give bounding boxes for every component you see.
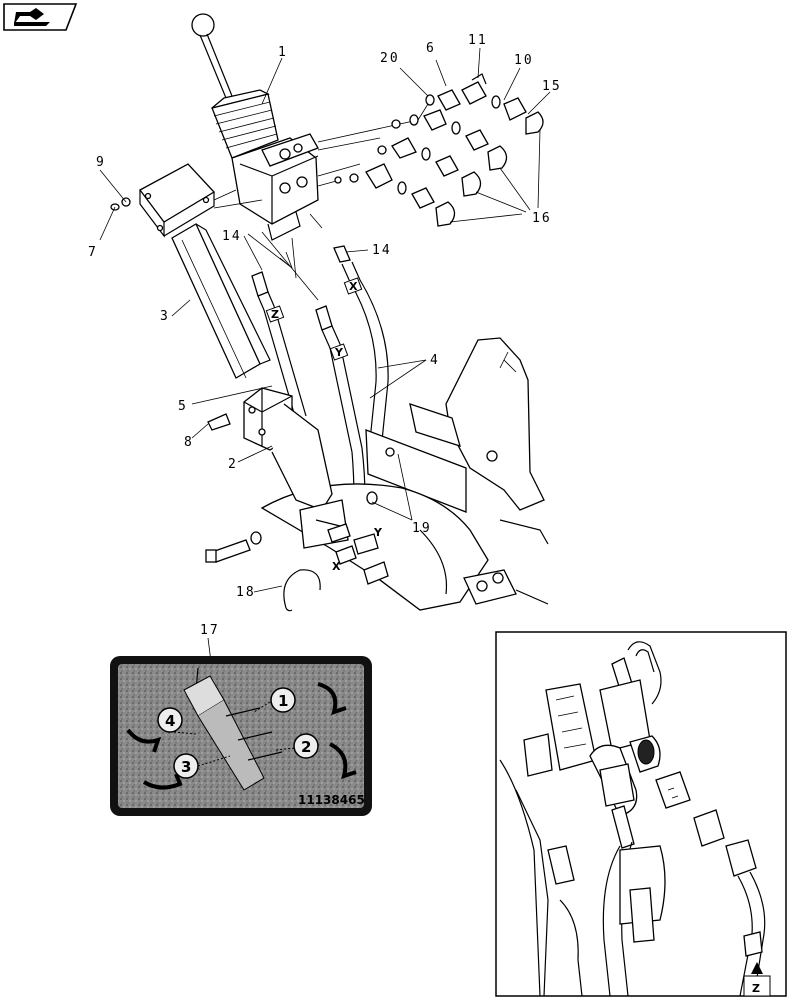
callout-7: 7: [88, 245, 98, 260]
callout-18: 18: [236, 585, 256, 600]
callout-5: 5: [178, 399, 188, 414]
callout-9: 9: [96, 155, 106, 170]
callout-19: 19: [412, 521, 432, 536]
hose-tag-z-inset: Z: [752, 982, 760, 995]
fittings-row-4: [334, 163, 456, 227]
control-valve: [231, 133, 319, 241]
fittings-row-1: [425, 73, 544, 135]
hose-z: [251, 271, 307, 421]
hose-x: [333, 245, 389, 461]
callout-14-left: 14: [222, 229, 242, 244]
callout-14-right: 14: [372, 243, 392, 258]
rubber-boot: [211, 89, 279, 159]
fittings-row-3: [377, 137, 482, 197]
decal-circle-2: 2: [301, 738, 311, 756]
control-lever: [191, 13, 233, 99]
snap-ring: [283, 569, 321, 612]
hose-tag-z-upper: Z: [271, 308, 279, 321]
support-column: [171, 223, 271, 379]
decal-circle-1: 1: [278, 692, 288, 710]
callout-10: 10: [514, 53, 534, 68]
callout-17: 17: [200, 623, 220, 638]
mounting-plate: [139, 163, 263, 238]
decal-part-number: 11138465: [298, 793, 365, 807]
hose-tag-x-upper: X: [349, 280, 358, 293]
callout-2: 2: [228, 457, 238, 472]
callout-16: 16: [532, 211, 552, 226]
callout-1: 1: [278, 45, 288, 60]
hose-tag-y-lower: Y: [373, 526, 383, 539]
hose-tags: X Z Y Y X: [265, 277, 383, 573]
washer-screw-9-7: [110, 197, 131, 211]
fittings-row-2: [391, 109, 508, 171]
bolt-8: [207, 413, 231, 431]
decal-panel: 1 4 2 3 11138465: [110, 656, 372, 816]
hose-tag-y-upper: Y: [334, 346, 344, 359]
bolt-lower: [205, 491, 378, 563]
callout-11: 11: [468, 33, 488, 48]
inset-detail: Z: [495, 631, 787, 997]
callout-15: 15: [542, 79, 562, 94]
book-arrow-icon[interactable]: [3, 3, 78, 31]
hose-y: [315, 305, 366, 541]
callout-20: 20: [380, 51, 400, 66]
hose-tag-x-lower: X: [332, 560, 341, 573]
lower-fittings: [327, 523, 389, 585]
callout-labels: 1 20 6 11 10 15 9 7 14 14 16 3 4 5 8 2 1…: [88, 33, 730, 958]
callout-6: 6: [426, 41, 436, 56]
callout-3: 3: [160, 309, 170, 324]
decal-circle-3: 3: [181, 758, 191, 776]
callout-4: 4: [430, 353, 440, 368]
callout-8: 8: [184, 435, 194, 450]
decal-circle-4: 4: [165, 712, 175, 730]
